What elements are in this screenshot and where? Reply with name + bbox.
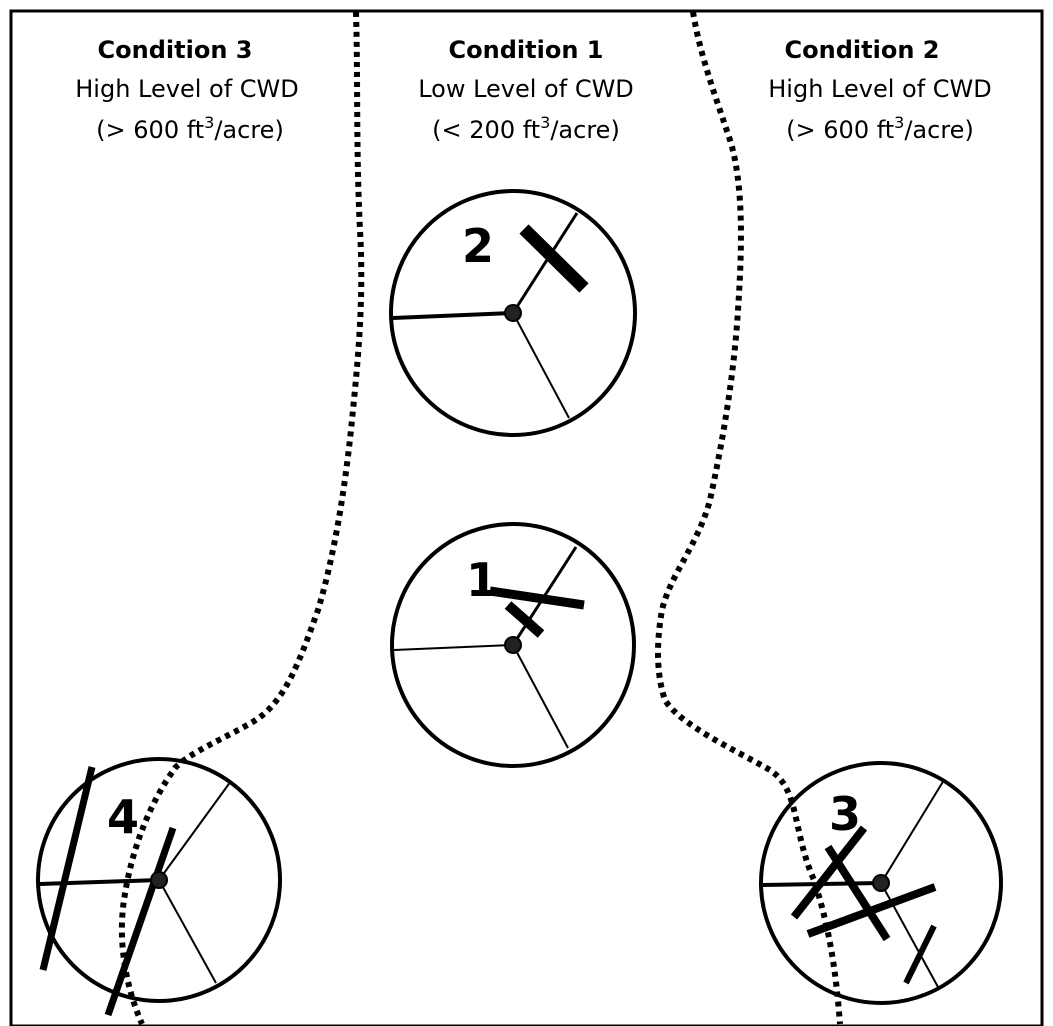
plot-2-transect-c xyxy=(512,312,570,419)
plot-1-center xyxy=(504,636,522,654)
plot-2-number: 2 xyxy=(462,219,494,273)
plot-1: 1 xyxy=(390,522,636,768)
plot-2-transect-b xyxy=(392,311,514,320)
condition-1-header: Condition 1 Low Level of CWD (< 200 ft3/… xyxy=(418,36,634,144)
plot-4-transect-b xyxy=(39,878,160,886)
plot-3-center xyxy=(872,874,890,892)
plot-4-log-1 xyxy=(39,766,96,971)
plot-2-circle xyxy=(389,189,637,437)
plot-1-log-2 xyxy=(504,601,545,638)
plot-4-transect-a xyxy=(158,780,232,881)
plot-1-transect-b xyxy=(393,644,514,651)
plot-3: 3 xyxy=(759,761,1003,1005)
condition-3-header: Condition 3 High Level of CWD (> 600 ft3… xyxy=(75,36,299,144)
condition-2-title: Condition 2 xyxy=(785,36,940,64)
plot-2-center xyxy=(504,304,522,322)
plot-4-transect-c xyxy=(158,879,217,984)
plot-4-circle xyxy=(36,757,282,1003)
plot-3-number: 3 xyxy=(829,787,861,841)
plot-3-log-2 xyxy=(790,825,868,920)
plot-3-transect-a xyxy=(880,779,945,884)
diagram-frame xyxy=(9,9,1044,1026)
plot-1-log-1 xyxy=(489,586,585,610)
plot-4-number: 4 xyxy=(107,790,139,844)
condition-3-level: High Level of CWD xyxy=(75,75,299,103)
condition-1-volume: (< 200 ft3/acre) xyxy=(432,113,620,144)
plot-4-log-2 xyxy=(104,826,177,1017)
plot-3-log-4 xyxy=(903,924,937,985)
condition-1-level: Low Level of CWD xyxy=(418,75,634,103)
plot-1-number: 1 xyxy=(466,553,498,607)
condition-1-title: Condition 1 xyxy=(449,36,604,64)
plot-1-transect-c xyxy=(512,644,569,749)
condition-2-level: High Level of CWD xyxy=(768,75,992,103)
plot-2-log-1 xyxy=(519,224,589,293)
plot-4: 4 xyxy=(36,757,282,1017)
plot-1-circle xyxy=(390,522,636,768)
plot-2: 2 xyxy=(389,189,637,437)
boundary-line-right xyxy=(655,11,843,1025)
plot-3-log-3 xyxy=(806,883,937,938)
plot-3-circle xyxy=(759,761,1003,1005)
plot-2-transect-a xyxy=(511,212,579,314)
condition-3-volume: (> 600 ft3/acre) xyxy=(96,113,284,144)
condition-2-volume: (> 600 ft3/acre) xyxy=(786,113,974,144)
plot-4-center xyxy=(150,871,168,889)
condition-2-header: Condition 2 High Level of CWD (> 600 ft3… xyxy=(768,36,992,144)
condition-3-title: Condition 3 xyxy=(98,36,253,64)
